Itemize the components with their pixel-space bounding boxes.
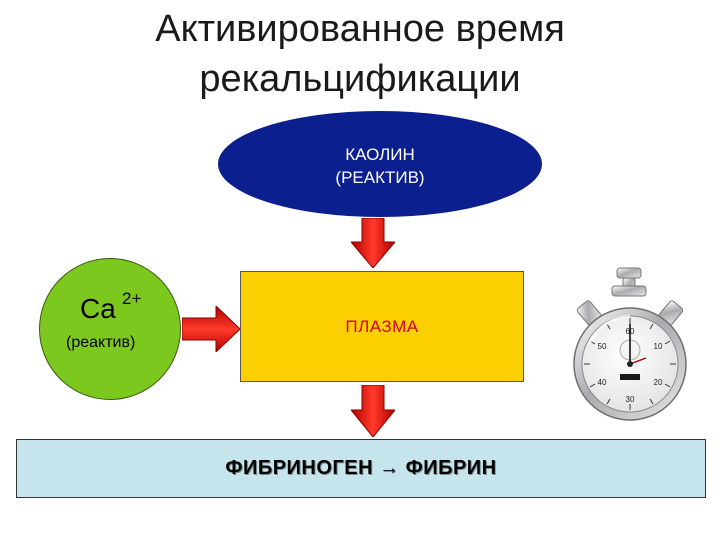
- arrow-right-icon: [182, 306, 240, 352]
- calcium-charge: 2+: [122, 289, 142, 308]
- plasma-label: ПЛАЗМА: [345, 316, 419, 336]
- calcium-symbol: Ca: [80, 293, 116, 324]
- dial-number: 30: [626, 395, 635, 404]
- title-line-1: Активированное время: [155, 8, 565, 50]
- slide-title: Активированное время рекальцификации: [0, 4, 720, 104]
- kaolin-reagent-label: (РЕАКТИВ): [335, 168, 425, 187]
- plasma-box: ПЛАЗМА: [240, 271, 524, 382]
- dial-number: 10: [654, 342, 663, 351]
- arrow-down-icon: [351, 218, 395, 268]
- dial-number: 20: [654, 378, 663, 387]
- dial-number: 40: [598, 378, 607, 387]
- dial-number: 50: [598, 342, 607, 351]
- result-box: ФИБРИНОГЕН → ФИБРИН: [16, 439, 706, 498]
- calcium-circle: Ca 2+ (реактив): [39, 258, 181, 400]
- calcium-reagent-label: (реактив): [66, 334, 136, 351]
- stopwatch-icon: 60 10 20 30 40 50: [573, 267, 687, 421]
- title-line-2: рекальцификации: [199, 58, 521, 100]
- kaolin-ellipse: КАОЛИН (РЕАКТИВ): [218, 111, 542, 217]
- result-label: ФИБРИНОГЕН → ФИБРИН: [225, 457, 497, 479]
- kaolin-label: КАОЛИН: [345, 145, 415, 164]
- arrow-down-icon: [351, 385, 395, 437]
